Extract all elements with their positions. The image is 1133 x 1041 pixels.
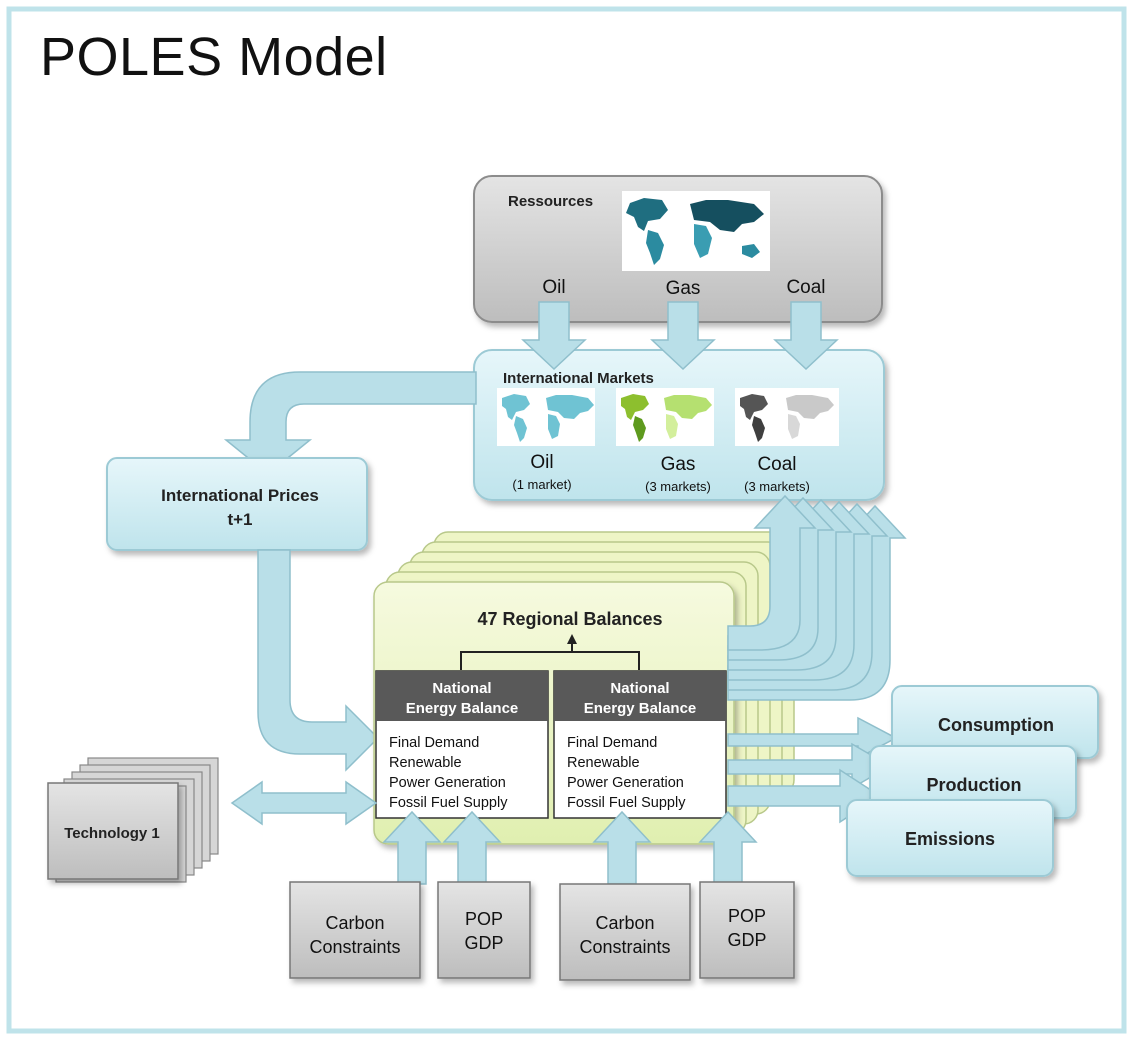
national-2-item: Power Generation [567,775,684,791]
gas-market-map [616,388,714,446]
regional-balances-label: 47 Regional Balances [477,609,662,629]
gas-down-arrow [650,301,716,371]
carbon-2-line1: Carbon [595,913,654,933]
carbon-1-line1: Carbon [325,913,384,933]
oil-market-map [497,388,595,446]
connector-arrowhead [567,634,577,644]
emissions-box [846,799,1054,877]
resources-world-map [622,191,770,271]
output-emissions: Emissions [905,829,995,849]
national-2-item: Final Demand [567,735,657,751]
pop-1-line1: POP [465,909,503,929]
prices-label-line1: International Prices [161,486,319,505]
national-balance-box-2 [553,670,727,819]
national-1-item: Renewable [389,755,462,771]
market-oil-detail: (1 market) [512,477,571,492]
resource-oil-label: Oil [542,277,565,298]
technology-label: Technology 1 [64,825,160,842]
carbon-2-line2: Constraints [579,937,670,957]
national-1-item: Final Demand [389,735,479,751]
coal-down-arrow [773,301,839,371]
resources-label: Ressources [508,193,593,210]
output-production: Production [927,775,1022,795]
national-header-2-line2: Energy Balance [584,700,697,717]
balances-to-markets-arrows [727,494,907,701]
pop-box-2 [699,881,795,979]
pop-box-1 [437,881,531,979]
market-coal-detail: (3 markets) [744,479,810,494]
pop-2-line2: GDP [727,930,766,950]
technology-stack [47,757,219,883]
pop-1-line2: GDP [464,933,503,953]
national-1-item: Power Generation [389,775,506,791]
market-gas-name: Gas [661,454,696,475]
carbon-1-line2: Constraints [309,937,400,957]
page-title: POLES Model [40,27,388,87]
national-balance-box-1 [375,670,549,819]
oil-down-arrow [521,301,587,371]
market-gas-detail: (3 markets) [645,479,711,494]
input-arrows [382,810,758,885]
technology-balance-double-arrow [230,780,378,826]
national-header-1-line1: National [432,680,491,697]
resource-coal-label: Coal [786,277,825,298]
pop-2-line1: POP [728,906,766,926]
national-header-2-line1: National [610,680,669,697]
market-oil-name: Oil [530,452,553,473]
resource-gas-label: Gas [666,278,701,299]
resource-arrows [521,301,839,371]
coal-market-map [735,388,839,446]
prices-box [106,457,368,551]
national-items-2: Final Demand Renewable Power Generation … [567,735,686,811]
national-1-item: Fossil Fuel Supply [389,795,508,811]
national-items-1: Final Demand Renewable Power Generation … [389,735,508,811]
prices-label-line2: t+1 [227,510,252,529]
national-header-1-line2: Energy Balance [406,700,519,717]
national-2-item: Renewable [567,755,640,771]
market-coal-name: Coal [757,454,796,475]
carbon-box-2 [559,883,691,981]
carbon-box-1 [289,881,421,979]
output-consumption: Consumption [938,715,1054,735]
national-2-item: Fossil Fuel Supply [567,795,686,811]
markets-label: International Markets [503,370,654,387]
